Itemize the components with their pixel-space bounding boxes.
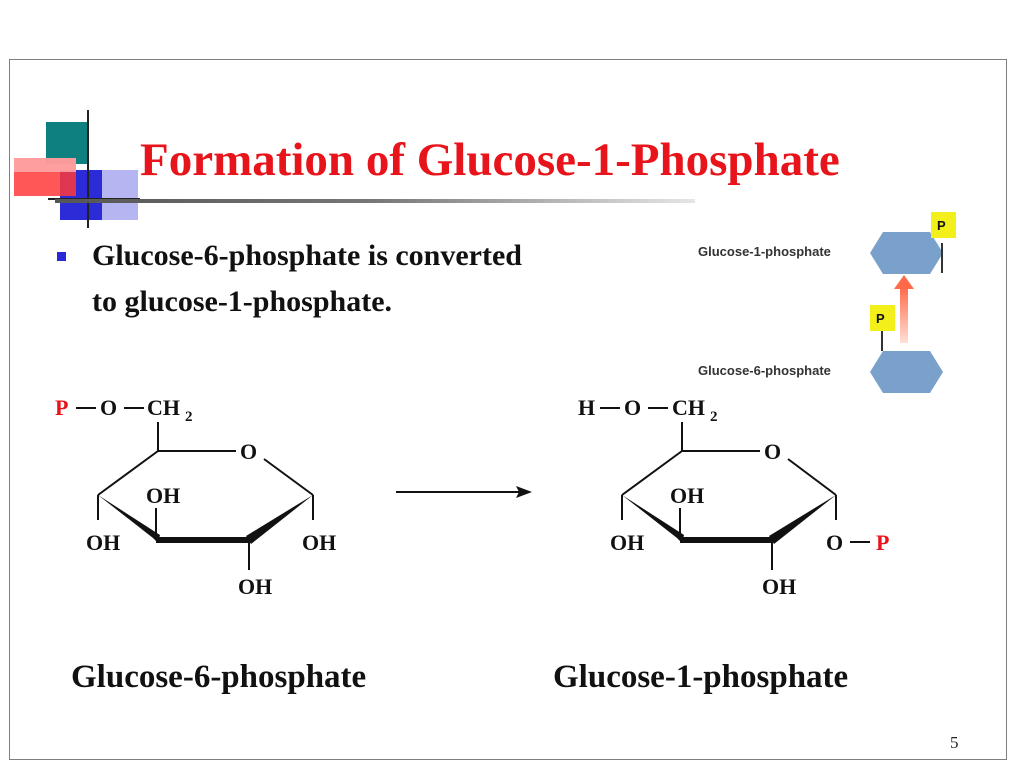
g6p-oxygen-label: O <box>100 395 117 420</box>
g6p-oh-left: OH <box>86 530 120 555</box>
page-number: 5 <box>950 733 959 752</box>
logo-teal-square <box>46 122 88 164</box>
g1p-ring-oxygen: O <box>764 439 781 464</box>
g6p-c2-c1-wedge <box>246 495 313 544</box>
inset-bottom-hexagon <box>870 351 943 393</box>
g6p-ch2-label: CH <box>147 395 180 420</box>
caption-glucose-6-phosphate: Glucose-6-phosphate <box>71 659 367 695</box>
g1p-c4-c3-wedge <box>622 495 684 543</box>
inset-top-hexagon <box>870 232 943 274</box>
bullet-square-icon <box>57 252 66 261</box>
g1p-o-phosphate-label: O <box>826 530 843 555</box>
g1p-oh-left: OH <box>610 530 644 555</box>
g1p-c2-c1-wedge <box>769 495 836 544</box>
g6p-oh-upper: OH <box>146 483 180 508</box>
g6p-ring-oxygen: O <box>240 439 257 464</box>
g1p-hydrogen-label: H <box>578 395 595 420</box>
bullet-text-line-2: to glucose-1-phosphate. <box>92 285 393 318</box>
decorative-logo <box>14 110 140 228</box>
inset-top-p-badge <box>931 212 956 238</box>
logo-blue-fade <box>100 170 138 220</box>
g6p-oh-right: OH <box>302 530 336 555</box>
g6p-phosphate-label: P <box>55 395 68 420</box>
g1p-ch2-subscript: 2 <box>710 409 718 425</box>
caption-glucose-1-phosphate: Glucose-1-phosphate <box>553 659 849 695</box>
g6p-c5-c4-bond <box>97 450 159 496</box>
slide-title: Formation of Glucose-1-Phosphate <box>140 134 840 186</box>
title-underline <box>55 199 695 203</box>
inset-bottom-label: Glucose-6-phosphate <box>698 363 831 378</box>
g1p-oxygen-label: O <box>624 395 641 420</box>
g1p-o-c1-bond <box>787 458 837 496</box>
inset-top-label: Glucose-1-phosphate <box>698 244 831 259</box>
g6p-oh-bottom: OH <box>238 574 272 599</box>
conversion-arrow-head <box>894 275 914 289</box>
g6p-c4-c3-wedge <box>98 495 160 543</box>
g6p-structure: P O CH 2 O OH OH OH OH <box>55 395 336 599</box>
logo-red-fade <box>14 158 76 172</box>
g6p-ch2-subscript: 2 <box>185 409 193 425</box>
reaction-diagram: P O CH 2 O OH OH OH OH H O CH 2 O <box>55 395 889 599</box>
g1p-ch2-label: CH <box>672 395 705 420</box>
inset-bottom-p-badge <box>870 305 895 331</box>
bullet-text-line-1: Glucose-6-phosphate is converted <box>92 239 522 272</box>
g1p-structure: H O CH 2 O OH OH OH O P <box>578 395 889 599</box>
inset-illustration: Glucose-1-phosphate P P Glucose-6-phosph… <box>698 212 956 393</box>
g1p-c5-c4-bond <box>621 450 683 496</box>
g1p-phosphate-label: P <box>876 530 889 555</box>
slide-frame <box>9 59 1007 760</box>
g1p-oh-bottom: OH <box>762 574 796 599</box>
inset-top-p-text: P <box>937 218 946 233</box>
reaction-arrow-head <box>516 486 532 498</box>
conversion-arrow-shaft <box>900 287 908 343</box>
inset-bottom-p-text: P <box>876 311 885 326</box>
g1p-oh-upper: OH <box>670 483 704 508</box>
g6p-o-c1-bond <box>263 458 314 496</box>
